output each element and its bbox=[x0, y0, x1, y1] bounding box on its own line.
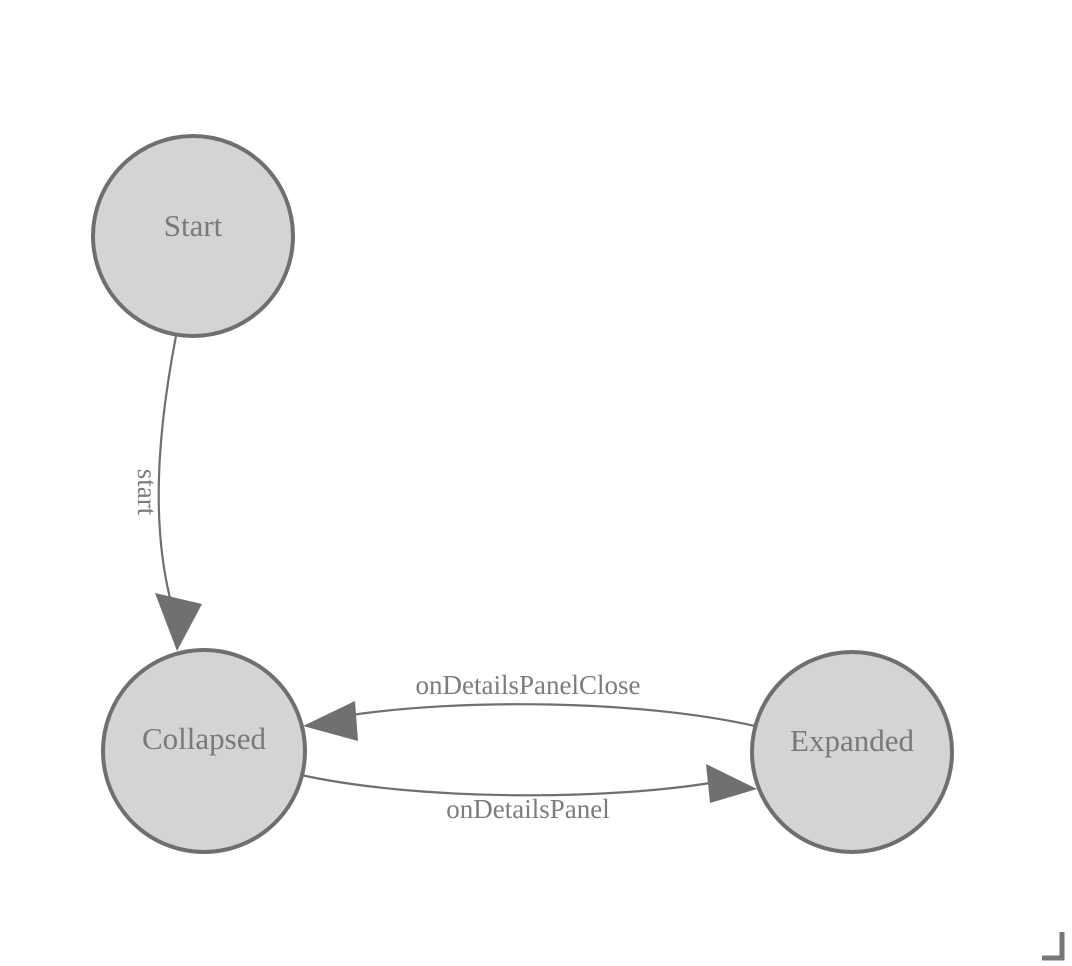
edge-collapsed-to-expanded-path bbox=[300, 773, 723, 797]
node-collapsed[interactable]: Collapsed bbox=[101, 648, 307, 854]
node-expanded-circle bbox=[750, 650, 954, 854]
edge-expanded-to-collapsed-arrowhead bbox=[303, 701, 358, 741]
corner-bracket-decoration bbox=[1042, 932, 1065, 961]
edge-expanded-to-collapsed[interactable]: onDetailsPanelClose bbox=[303, 670, 756, 741]
edge-label-start: start bbox=[132, 469, 162, 516]
node-expanded-label: Expanded bbox=[790, 723, 914, 758]
edge-start-to-collapsed-path bbox=[157, 335, 178, 599]
edge-start-to-collapsed[interactable]: start bbox=[132, 335, 202, 651]
node-collapsed-circle bbox=[101, 648, 307, 854]
edge-start-to-collapsed-arrowhead bbox=[155, 593, 202, 651]
node-start-label: Start bbox=[164, 208, 223, 243]
node-expanded[interactable]: Expanded bbox=[750, 650, 954, 854]
edge-label-on-details-panel-close: onDetailsPanelClose bbox=[416, 670, 641, 700]
edge-collapsed-to-expanded[interactable]: onDetailsPanel bbox=[300, 764, 757, 824]
edge-collapsed-to-expanded-arrowhead bbox=[706, 764, 757, 803]
node-start-circle bbox=[91, 134, 295, 338]
edge-label-on-details-panel: onDetailsPanel bbox=[446, 794, 609, 824]
edge-expanded-to-collapsed-path bbox=[344, 703, 756, 728]
node-start[interactable]: Start bbox=[91, 134, 295, 338]
node-collapsed-label: Collapsed bbox=[142, 721, 266, 756]
